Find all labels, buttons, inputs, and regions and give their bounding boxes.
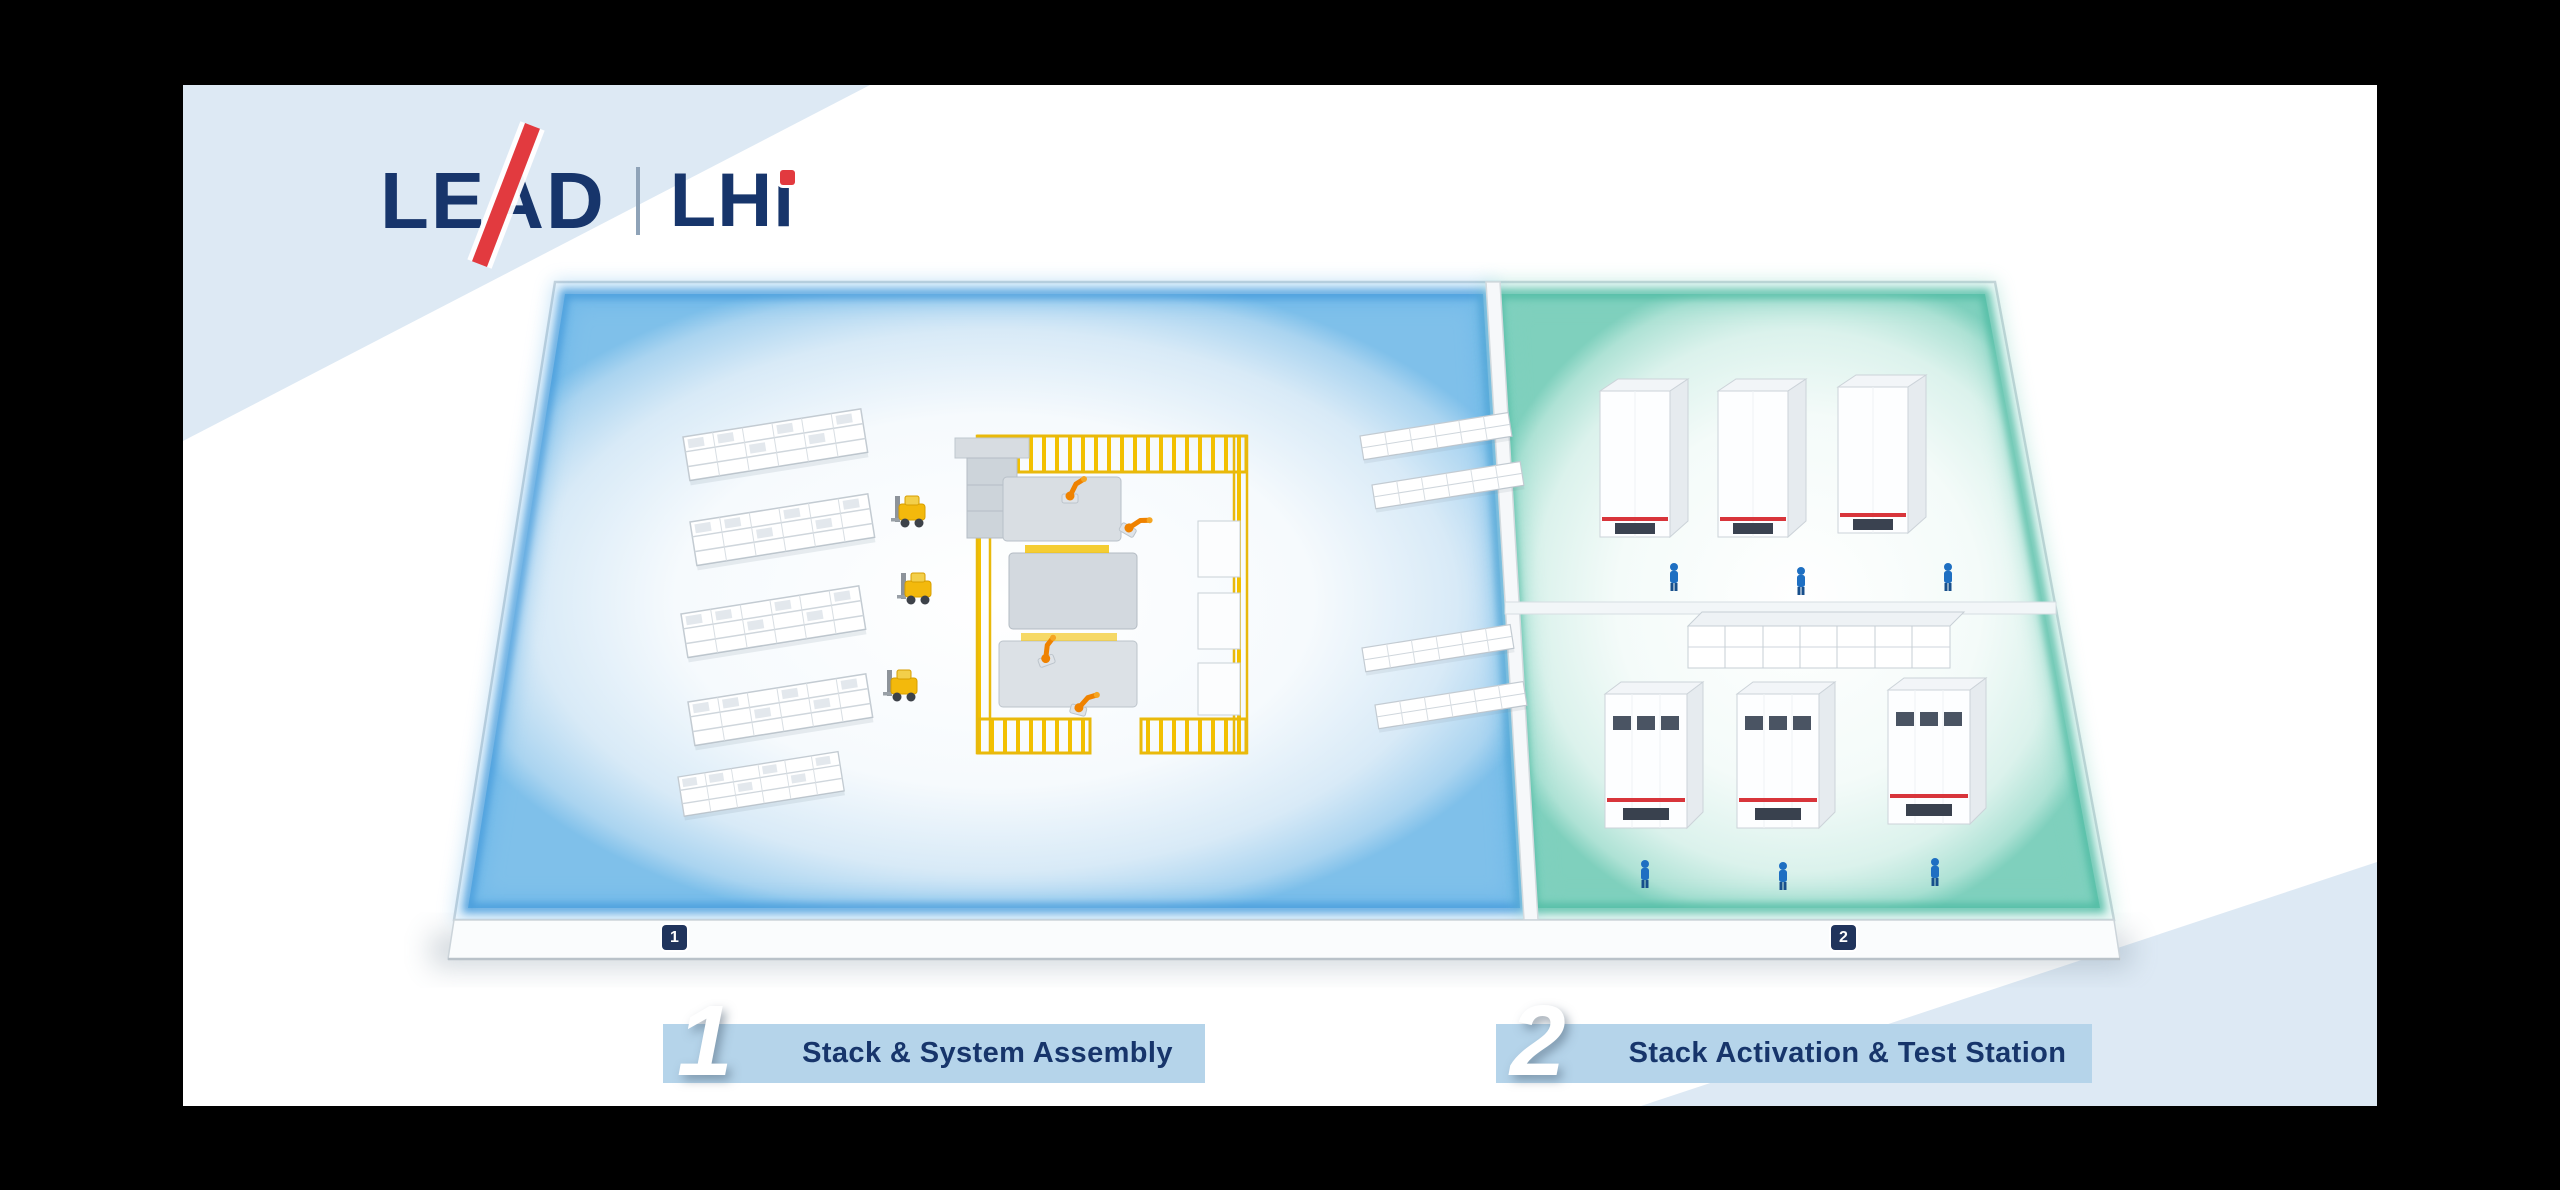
lhi-logo-text: LHi (669, 158, 796, 243)
assembly-machines (998, 476, 1241, 716)
test-chambers-top-row (1599, 374, 1927, 538)
legend-zone2: 2 Stack Activation & Test Station (1496, 991, 2092, 1091)
legend-zone1: 1 Stack & System Assembly (663, 991, 1205, 1091)
floor-marker-zone1: 1 (662, 925, 687, 950)
factory-floor-illustration (431, 280, 2131, 967)
floor-front-skirt (447, 919, 2121, 961)
lhi-logo: LHi (670, 163, 796, 239)
legend-zone2-number: 2 (1510, 985, 1566, 1097)
legend-zone1-label: Stack & System Assembly (802, 1037, 1173, 1069)
test-chambers-bottom-row (1604, 677, 1987, 829)
floor-marker-zone2: 2 (1831, 925, 1856, 950)
legend-zone1-number: 1 (677, 985, 733, 1097)
storage-rack (1686, 611, 1966, 669)
robot-cell (954, 434, 1249, 755)
assembly-zone-equipment (677, 408, 1529, 822)
assembly-zone-floor (452, 281, 1534, 921)
safety-fence-front (976, 717, 1248, 755)
lead-logo: LEAD (380, 123, 606, 267)
legend-zone2-label: Stack Activation & Test Station (1628, 1037, 2067, 1069)
lhi-logo-red-dot-icon (780, 170, 796, 185)
test-zone-inner-wall (1504, 601, 2057, 615)
logo-divider (635, 167, 640, 235)
brand-logos: LEAD LHi (380, 123, 796, 267)
content-panel: LEAD LHi 1 2 1 Stack & System Assembly 2… (183, 85, 2377, 1106)
test-zone-equipment (1599, 374, 1987, 890)
